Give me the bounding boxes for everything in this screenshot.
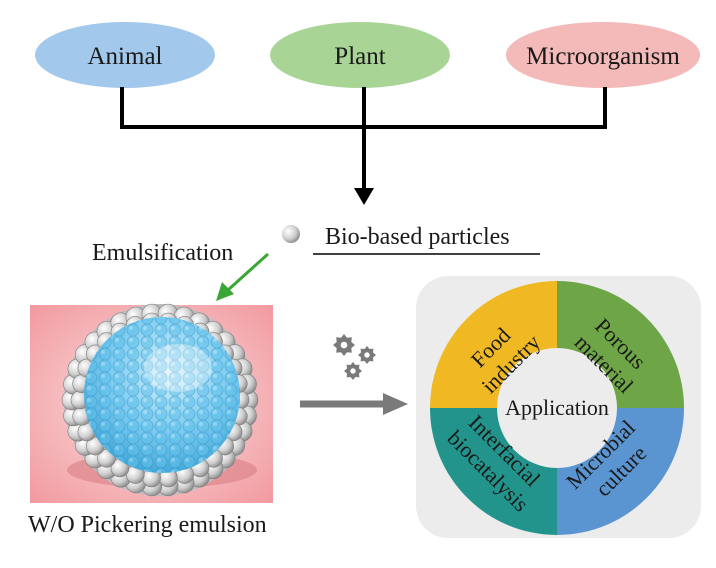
- emulsification-label: Emulsification: [92, 240, 233, 266]
- emulsification-arrow-shaft: [226, 252, 270, 292]
- gear-hole: [350, 368, 356, 374]
- source-animal-label: Animal: [88, 43, 163, 70]
- emulsion-illustration: [30, 303, 273, 503]
- source-plant-bubble: [270, 22, 450, 88]
- emulsion-label: W/O Pickering emulsion: [28, 512, 267, 538]
- application-center-label: Application: [505, 395, 609, 420]
- emulsification-arrow-head: [216, 282, 234, 301]
- particle-icon: [282, 225, 300, 243]
- droplet-highlight: [144, 344, 212, 392]
- source-plant: Plant: [270, 22, 450, 88]
- gears-icon: [333, 334, 376, 380]
- source-microorganism-bubble: [506, 22, 700, 88]
- water-droplet-texture: [84, 317, 240, 473]
- process-arrow-head: [383, 393, 408, 415]
- source-animal: Animal: [35, 22, 215, 88]
- gear-hole: [340, 341, 348, 349]
- application-center: [497, 348, 617, 468]
- source-animal-bubble: [35, 22, 215, 88]
- source-microorganism: Microorganism: [506, 22, 700, 88]
- source-connector: [120, 87, 607, 190]
- source-plant-label: Plant: [334, 43, 385, 70]
- particles-label: Bio-based particles: [325, 224, 510, 250]
- gear-hole: [364, 352, 370, 358]
- down-arrow-head: [354, 188, 374, 205]
- source-microorganism-label: Microorganism: [526, 43, 680, 70]
